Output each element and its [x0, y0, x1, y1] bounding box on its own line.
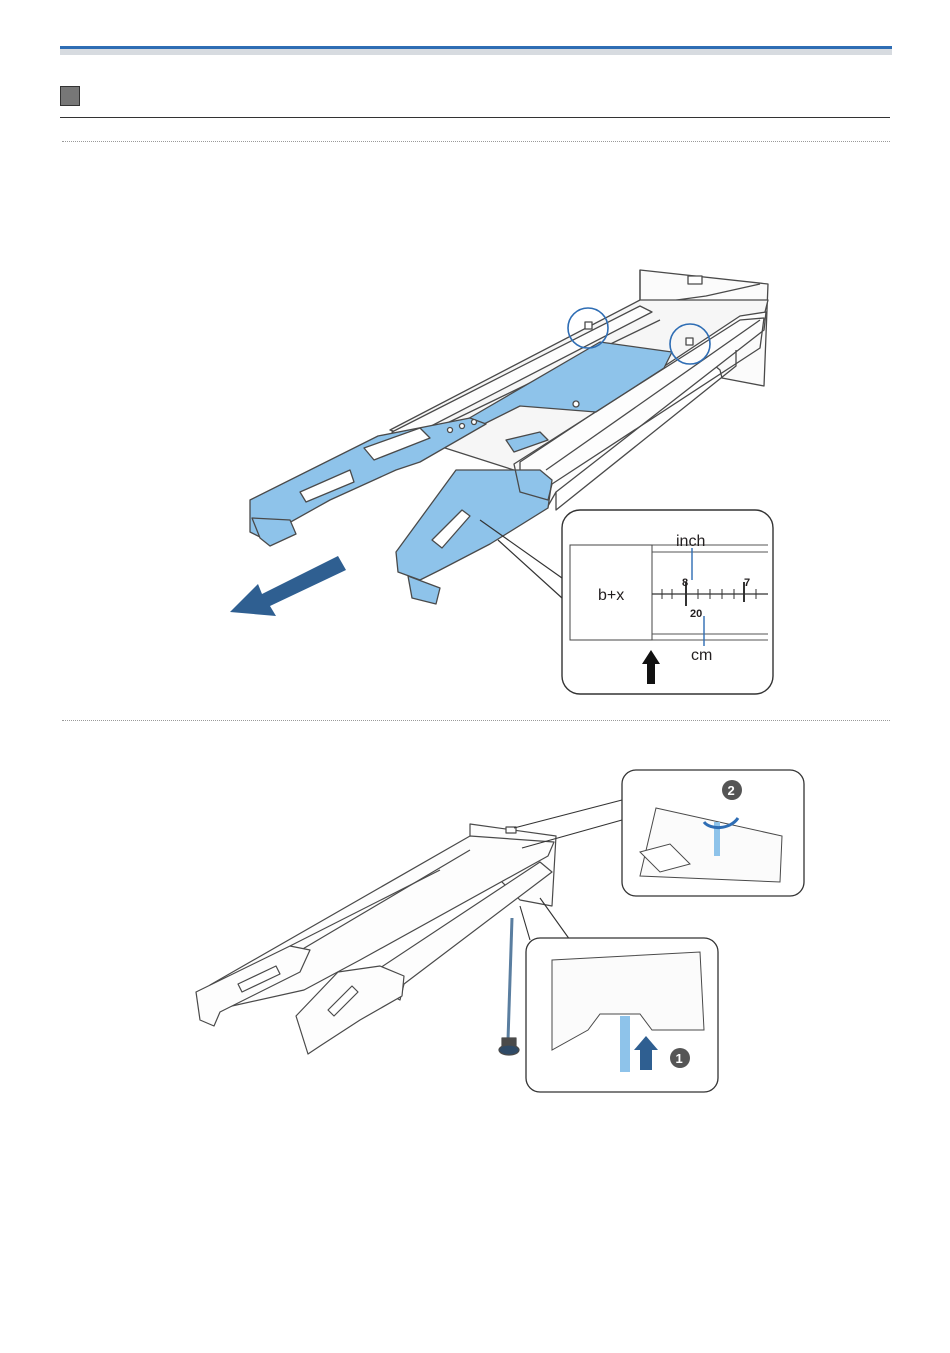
step-2-number: 2: [728, 783, 735, 798]
step-1-number: 1: [676, 1051, 683, 1066]
cm-label: cm: [691, 647, 712, 664]
pull-direction-arrow-icon: [230, 556, 346, 616]
figure-2-slide-assembly: [196, 824, 556, 1055]
scale-callout: b+x inch cm 8 7 20: [562, 510, 773, 694]
inch-label: inch: [676, 533, 705, 550]
inch-tick-7: 7: [744, 577, 750, 589]
measure-label: b+x: [598, 587, 624, 604]
inch-tick-8: 8: [682, 577, 688, 589]
nut-callout: 2: [622, 770, 804, 896]
cm-tick-20: 20: [690, 608, 702, 620]
rod-callout: 1: [526, 938, 718, 1092]
callout-leader-bottom: [520, 898, 570, 940]
